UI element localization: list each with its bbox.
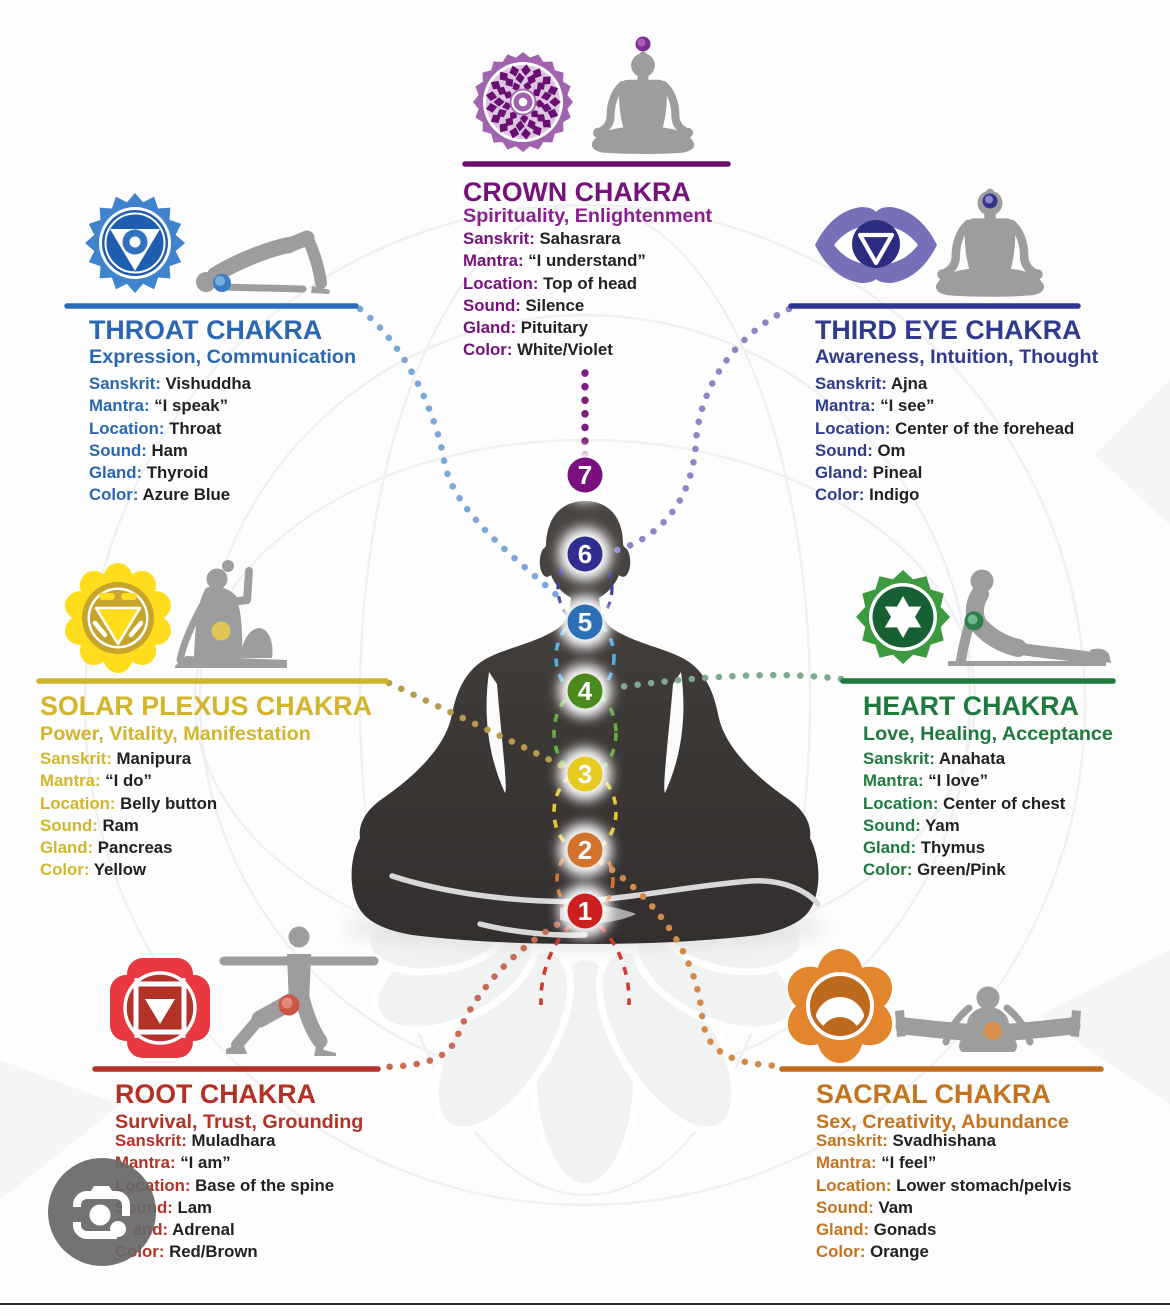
svg-text:5: 5: [578, 607, 592, 637]
svg-text:2: 2: [578, 835, 592, 865]
svg-text:3: 3: [578, 759, 592, 789]
svg-text:6: 6: [578, 539, 592, 569]
svg-text:1: 1: [578, 896, 592, 926]
svg-text:4: 4: [578, 676, 593, 706]
svg-text:7: 7: [578, 460, 592, 490]
